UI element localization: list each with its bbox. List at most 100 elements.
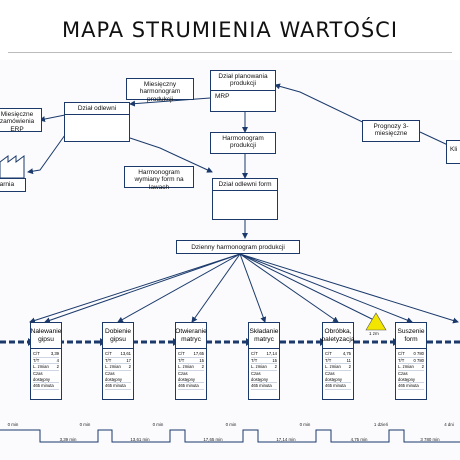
timeline-process: 13,61 min xyxy=(130,437,150,442)
timeline-process: 4,75 min xyxy=(350,437,368,442)
page-title: MAPA STRUMIENIA WARTOŚCI xyxy=(61,18,399,42)
daily-schedule-box: Dzienny harmonogram produkcji xyxy=(176,240,300,254)
avail-label: Czas dostępny xyxy=(105,371,122,382)
ct-value: 17,65 xyxy=(193,351,204,356)
co-value: 17 xyxy=(126,357,131,363)
co-label: T/T xyxy=(325,357,332,363)
connector-lines xyxy=(0,83,460,443)
co-label: T/T xyxy=(178,357,185,363)
data-box: C/T 0 780 T/T 0 780 L. zmian 2 Czas dostępn… xyxy=(396,350,426,391)
foundry-label: Dział odlewni xyxy=(65,103,129,116)
ct-label: C/T xyxy=(398,351,405,356)
ct-value: 4,75 xyxy=(342,351,351,356)
timeline-process: 3,39 min xyxy=(59,437,77,442)
form-schedule-label: Harmonogram wymiany form na lawach xyxy=(134,169,184,191)
supplier-box[interactable]: earnia xyxy=(0,178,26,192)
timeline-process: 17,65 min xyxy=(203,437,223,442)
shift-value: 2 xyxy=(201,364,204,370)
ct-label: C/T xyxy=(251,351,258,356)
co-label: T/T xyxy=(251,357,258,363)
shift-value: 2 xyxy=(128,364,131,370)
forecast-box: Prognozy 3-miesięczne xyxy=(362,120,420,142)
process-name: Obróbka, paletyzacja xyxy=(322,323,355,349)
ct-label: C/T xyxy=(178,351,185,356)
co-label: T/T xyxy=(33,357,40,363)
data-box: C/T 17,14 T/T 15 L. zmian 2 Czas dostępny 4… xyxy=(249,350,279,391)
foundry-form-box[interactable]: Dział odlewni form xyxy=(212,178,278,220)
timeline-wait: 0 min xyxy=(152,422,164,427)
client-label: Kli xyxy=(450,146,458,153)
value-stream-map: Dział planowania produkcji MRP Miesięczn… xyxy=(0,60,460,460)
inventory-triangle-icon xyxy=(365,312,387,331)
timeline-wait: 0 min xyxy=(299,422,311,427)
client-box[interactable]: Kli xyxy=(446,140,460,164)
process-box[interactable]: Składanie matryc C/T 17,14 T/T 15 L. zmian… xyxy=(248,322,280,400)
co-label: T/T xyxy=(398,357,405,363)
inventory-label: 1 zm xyxy=(369,331,379,336)
ct-value: 17,14 xyxy=(266,351,277,356)
process-name: Dobienie gipsu xyxy=(103,323,133,349)
supplier-label: earnia xyxy=(0,181,15,188)
data-box: C/T 17,65 T/T 15 L. zmian 2 Czas dostępny 4… xyxy=(176,350,206,391)
erp-label: Miesięczne zamówienia ERP xyxy=(0,111,35,133)
shift-label: L. zmian xyxy=(33,364,49,370)
timeline-wait: 0 min xyxy=(79,422,91,427)
co-value: 11 xyxy=(346,357,351,363)
shift-value: 2 xyxy=(421,364,424,370)
form-schedule-box: Harmonogram wymiany form na lawach xyxy=(124,166,194,191)
forecast-label: Prognozy 3-miesięczne xyxy=(373,123,409,138)
shift-label: L. zmian xyxy=(251,364,267,370)
prod-schedule-box: Harmonogram produkcji xyxy=(210,132,276,154)
data-box: C/T 4,75 T/T 11 L. zmian 2 Czas dostępny 46… xyxy=(323,350,353,391)
planning-box[interactable]: Dział planowania produkcji MRP xyxy=(210,70,276,112)
avail-minutes: 465 minuta xyxy=(33,383,54,389)
planning-label: Dział planowania produkcji xyxy=(211,71,275,91)
avail-minutes: 465 minuta xyxy=(398,383,419,389)
avail-minutes: 465 minuta xyxy=(325,383,346,389)
process-name: Nalewanie gipsu xyxy=(31,323,61,349)
ct-label: C/T xyxy=(105,351,112,356)
foundry-box[interactable]: Dział odlewni xyxy=(64,102,130,142)
timeline-process: 17,14 min xyxy=(276,437,296,442)
monthly-schedule-label: Miesięczny harmonogram produkcji xyxy=(139,81,181,103)
shift-label: L. zmian xyxy=(105,364,121,370)
process-name: Składanie matryc xyxy=(249,323,279,349)
process-box[interactable]: Otwieranie matryc C/T 17,65 T/T 15 L. zmia… xyxy=(175,322,207,400)
shift-value: 2 xyxy=(56,364,59,370)
avail-minutes: 465 minuta xyxy=(251,383,272,389)
timeline-wait: 0 min xyxy=(7,422,19,427)
erp-box: Miesięczne zamówienia ERP xyxy=(0,108,42,133)
monthly-schedule-box: Miesięczny harmonogram produkcji xyxy=(126,78,194,103)
timeline-process: 3 780 min xyxy=(420,437,440,442)
timeline-track xyxy=(0,429,460,443)
daily-schedule-label: Dzienny harmonogram produkcji xyxy=(191,244,285,251)
timeline-wait: 0 min xyxy=(225,422,237,427)
shift-value: 2 xyxy=(274,364,277,370)
process-box[interactable]: Obróbka, paletyzacja C/T 4,75 T/T 11 L. zm… xyxy=(322,322,355,400)
avail-label: Czas dostępny xyxy=(251,371,268,382)
ct-value: 0 780 xyxy=(413,351,424,356)
timeline-wait: 1 dzień xyxy=(373,422,389,427)
process-name: Otwieranie matryc xyxy=(175,323,207,349)
ct-label: C/T xyxy=(325,351,332,356)
shift-label: L. zmian xyxy=(325,364,341,370)
avail-label: Czas dostępny xyxy=(325,371,342,382)
co-value: 15 xyxy=(199,357,204,363)
shift-label: L. zmian xyxy=(398,364,414,370)
avail-label: Czas dostępny xyxy=(398,371,415,382)
co-value: 4 xyxy=(56,357,59,363)
avail-label: Czas dostępny xyxy=(178,371,195,382)
co-value: 0 780 xyxy=(413,357,424,363)
avail-minutes: 465 minuta xyxy=(105,383,126,389)
ct-value: 13,61 xyxy=(120,351,131,356)
shift-value: 2 xyxy=(348,364,351,370)
co-value: 15 xyxy=(272,357,277,363)
avail-minutes: 465 minuta xyxy=(178,383,199,389)
prod-schedule-label: Harmonogram produkcji xyxy=(222,135,264,150)
foundry-form-label: Dział odlewni form xyxy=(213,179,277,192)
shift-label: L. zmian xyxy=(178,364,194,370)
